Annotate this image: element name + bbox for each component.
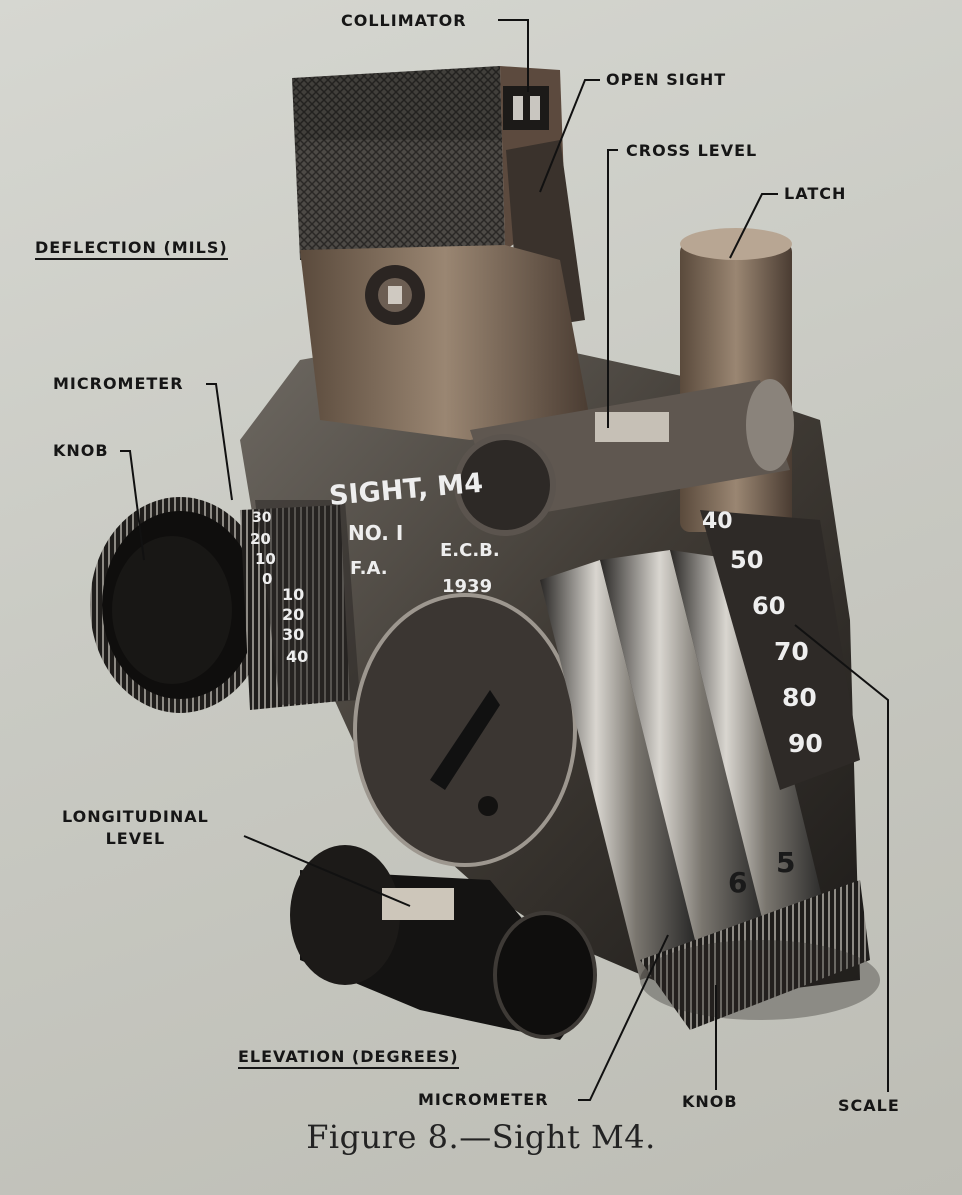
leader-line-open-sight [539,79,600,193]
leader-lines [120,19,889,1101]
leader-line-longitudinal-level [243,835,411,907]
label-latch: LATCH [784,184,847,203]
deflection-scale-mark: 40 [286,647,308,666]
leader-line-latch [729,193,778,259]
leader-line-knob-left [120,450,145,561]
label-deflection: DEFLECTION (MILS) [35,238,228,260]
label-knob-left: KNOB [53,441,109,460]
elevation-micrometer-mark: 5 [776,846,795,879]
deflection-scale: 30 20 10 0 10 20 30 40 [250,510,308,666]
elevation-scale-mark: 50 [730,546,763,574]
label-micrometer-left: MICROMETER [53,374,184,393]
elevation-scale-mark: 80 [782,683,817,712]
label-cross-level: CROSS LEVEL [626,141,758,160]
leader-line-micrometer-bottom [578,934,669,1101]
label-open-sight: OPEN SIGHT [606,70,727,89]
label-micrometer-bottom: MICROMETER [418,1090,549,1109]
deflection-scale-mark: 30 [252,510,272,526]
deflection-scale-mark: 20 [250,530,271,548]
deflection-scale-mark: 0 [262,570,272,588]
label-scale: SCALE [838,1096,900,1115]
label-elevation: ELEVATION (DEGREES) [238,1047,459,1069]
elevation-scale-mark: 40 [702,509,733,534]
elevation-scale-mark: 70 [774,637,809,666]
elevation-scale-mark: 90 [788,729,823,758]
leader-line-scale [794,624,889,1092]
deflection-scale-mark: 10 [255,550,276,568]
deflection-scale-mark: 10 [282,585,304,604]
label-longitudinal-level: LONGITUDINAL LEVEL [62,807,209,848]
label-knob-bottom: KNOB [682,1092,738,1111]
leader-line-micrometer-left [206,383,233,501]
leader-line-collimator [498,19,529,92]
elevation-scale: 40 50 60 70 80 90 [702,509,823,758]
elevation-scale-mark: 60 [752,592,785,620]
leader-line-cross-level [607,149,618,428]
label-collimator: COLLIMATOR [341,11,467,30]
engraving-year: 1939 [442,576,492,597]
engraving-fa: F.A. [350,558,388,579]
engraving-number: NO. I [348,521,403,545]
engraving-ecb: E.C.B. [440,540,500,561]
deflection-scale-mark: 30 [282,625,304,644]
figure-caption: Figure 8.—Sight M4. [306,1118,656,1156]
elevation-micrometer-mark: 6 [728,866,747,899]
deflection-scale-mark: 20 [282,605,304,624]
